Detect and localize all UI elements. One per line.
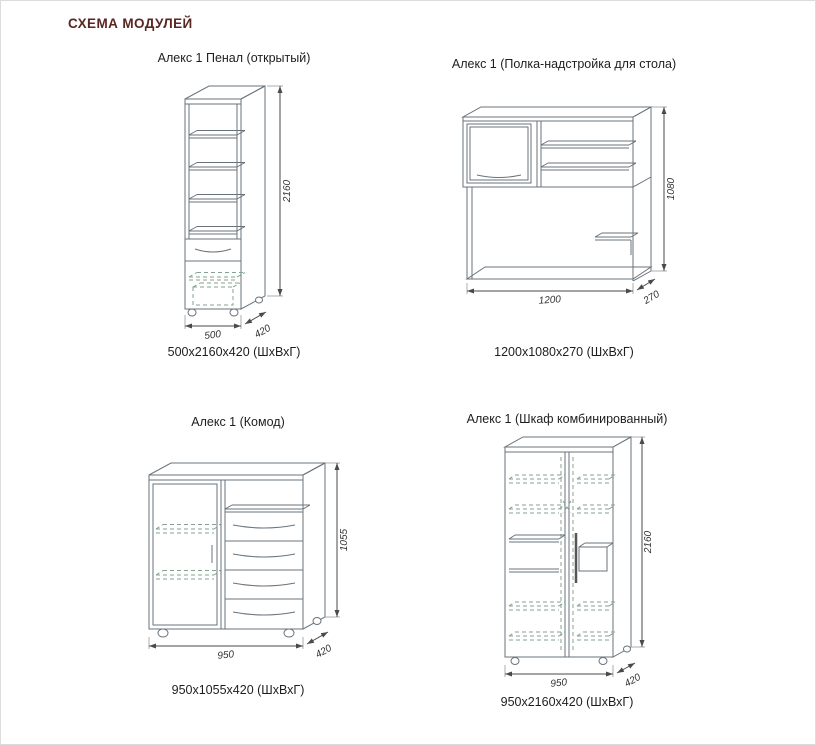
feet <box>510 645 631 665</box>
open-shelves <box>540 140 637 171</box>
cabinet-body <box>184 85 266 310</box>
dim-depth-label: 420 <box>314 643 334 661</box>
dim-depth-label: 270 <box>641 289 662 308</box>
dim-width-label: 950 <box>217 649 235 662</box>
drawer <box>185 238 241 262</box>
dim-height-label: 2160 <box>282 179 293 203</box>
dimension-depth: 420 <box>244 311 273 341</box>
wardrobe-body <box>503 436 633 658</box>
dim-width-label: 1200 <box>538 294 561 307</box>
penal-drawing: 2160 500 420 <box>184 85 293 342</box>
dresser-drawing: 950 1055 420 <box>148 462 350 662</box>
dim-depth-label: 420 <box>623 672 643 690</box>
dimension-depth: 420 <box>306 631 334 661</box>
dim-height-label: 1055 <box>339 528 350 551</box>
dimension-width: 950 <box>504 665 614 690</box>
door <box>466 123 532 184</box>
side-supports <box>466 177 652 282</box>
hidden-interior <box>188 272 246 306</box>
desk-shelf-drawing: 1200 1080 270 <box>461 106 677 308</box>
dimension-height: 2160 <box>631 436 654 648</box>
feet <box>157 617 322 638</box>
open-shelves <box>188 130 246 235</box>
module-title: Алекс 1 (Полка-надстройка для стола) <box>451 57 677 71</box>
dimension-height: 1080 <box>651 106 677 272</box>
dimension-width: 1200 <box>466 283 634 307</box>
module-caption: 950x2160x420 (ШхВхГ) <box>500 695 634 709</box>
dimension-width: 950 <box>148 637 304 662</box>
module-caption: 950x1055x420 (ШхВхГ) <box>171 683 305 697</box>
dimension-depth: 420 <box>616 662 643 690</box>
dresser-body <box>148 462 326 630</box>
dimension-height: 1055 <box>325 462 350 618</box>
hidden-shelves-left <box>508 474 566 641</box>
wardrobe-drawing: 950 2160 420 <box>503 436 654 690</box>
dimension-height: 2160 <box>267 85 293 297</box>
module-title: Алекс 1 Пенал (открытый) <box>157 51 311 65</box>
module-title: Алекс 1 (Шкаф комбинированный) <box>466 412 668 426</box>
shelf-body <box>461 106 653 188</box>
drawers <box>225 524 303 616</box>
schema-heading: СХЕМА МОДУЛЕЙ <box>68 16 193 31</box>
dim-height-label: 1080 <box>666 177 677 200</box>
dim-width-label: 950 <box>550 677 568 690</box>
module-title: Алекс 1 (Комод) <box>191 415 285 429</box>
module-caption: 500x2160x420 (ШхВхГ) <box>167 345 301 359</box>
hidden-shelves-right <box>576 474 616 641</box>
dim-depth-label: 420 <box>253 323 273 341</box>
dim-height-label: 2160 <box>643 530 654 554</box>
corner-shelf <box>594 232 639 255</box>
module-caption: 1200x1080x270 (ШхВхГ) <box>494 345 634 359</box>
open-niche-left <box>508 534 566 573</box>
open-niche <box>224 504 311 513</box>
door <box>152 483 222 626</box>
desk-outline <box>465 266 653 280</box>
feet <box>187 296 263 317</box>
inner-box-right <box>578 542 614 572</box>
dimension-depth: 270 <box>636 278 662 308</box>
dimension-width: 500 <box>184 315 242 342</box>
dim-width-label: 500 <box>204 329 222 342</box>
